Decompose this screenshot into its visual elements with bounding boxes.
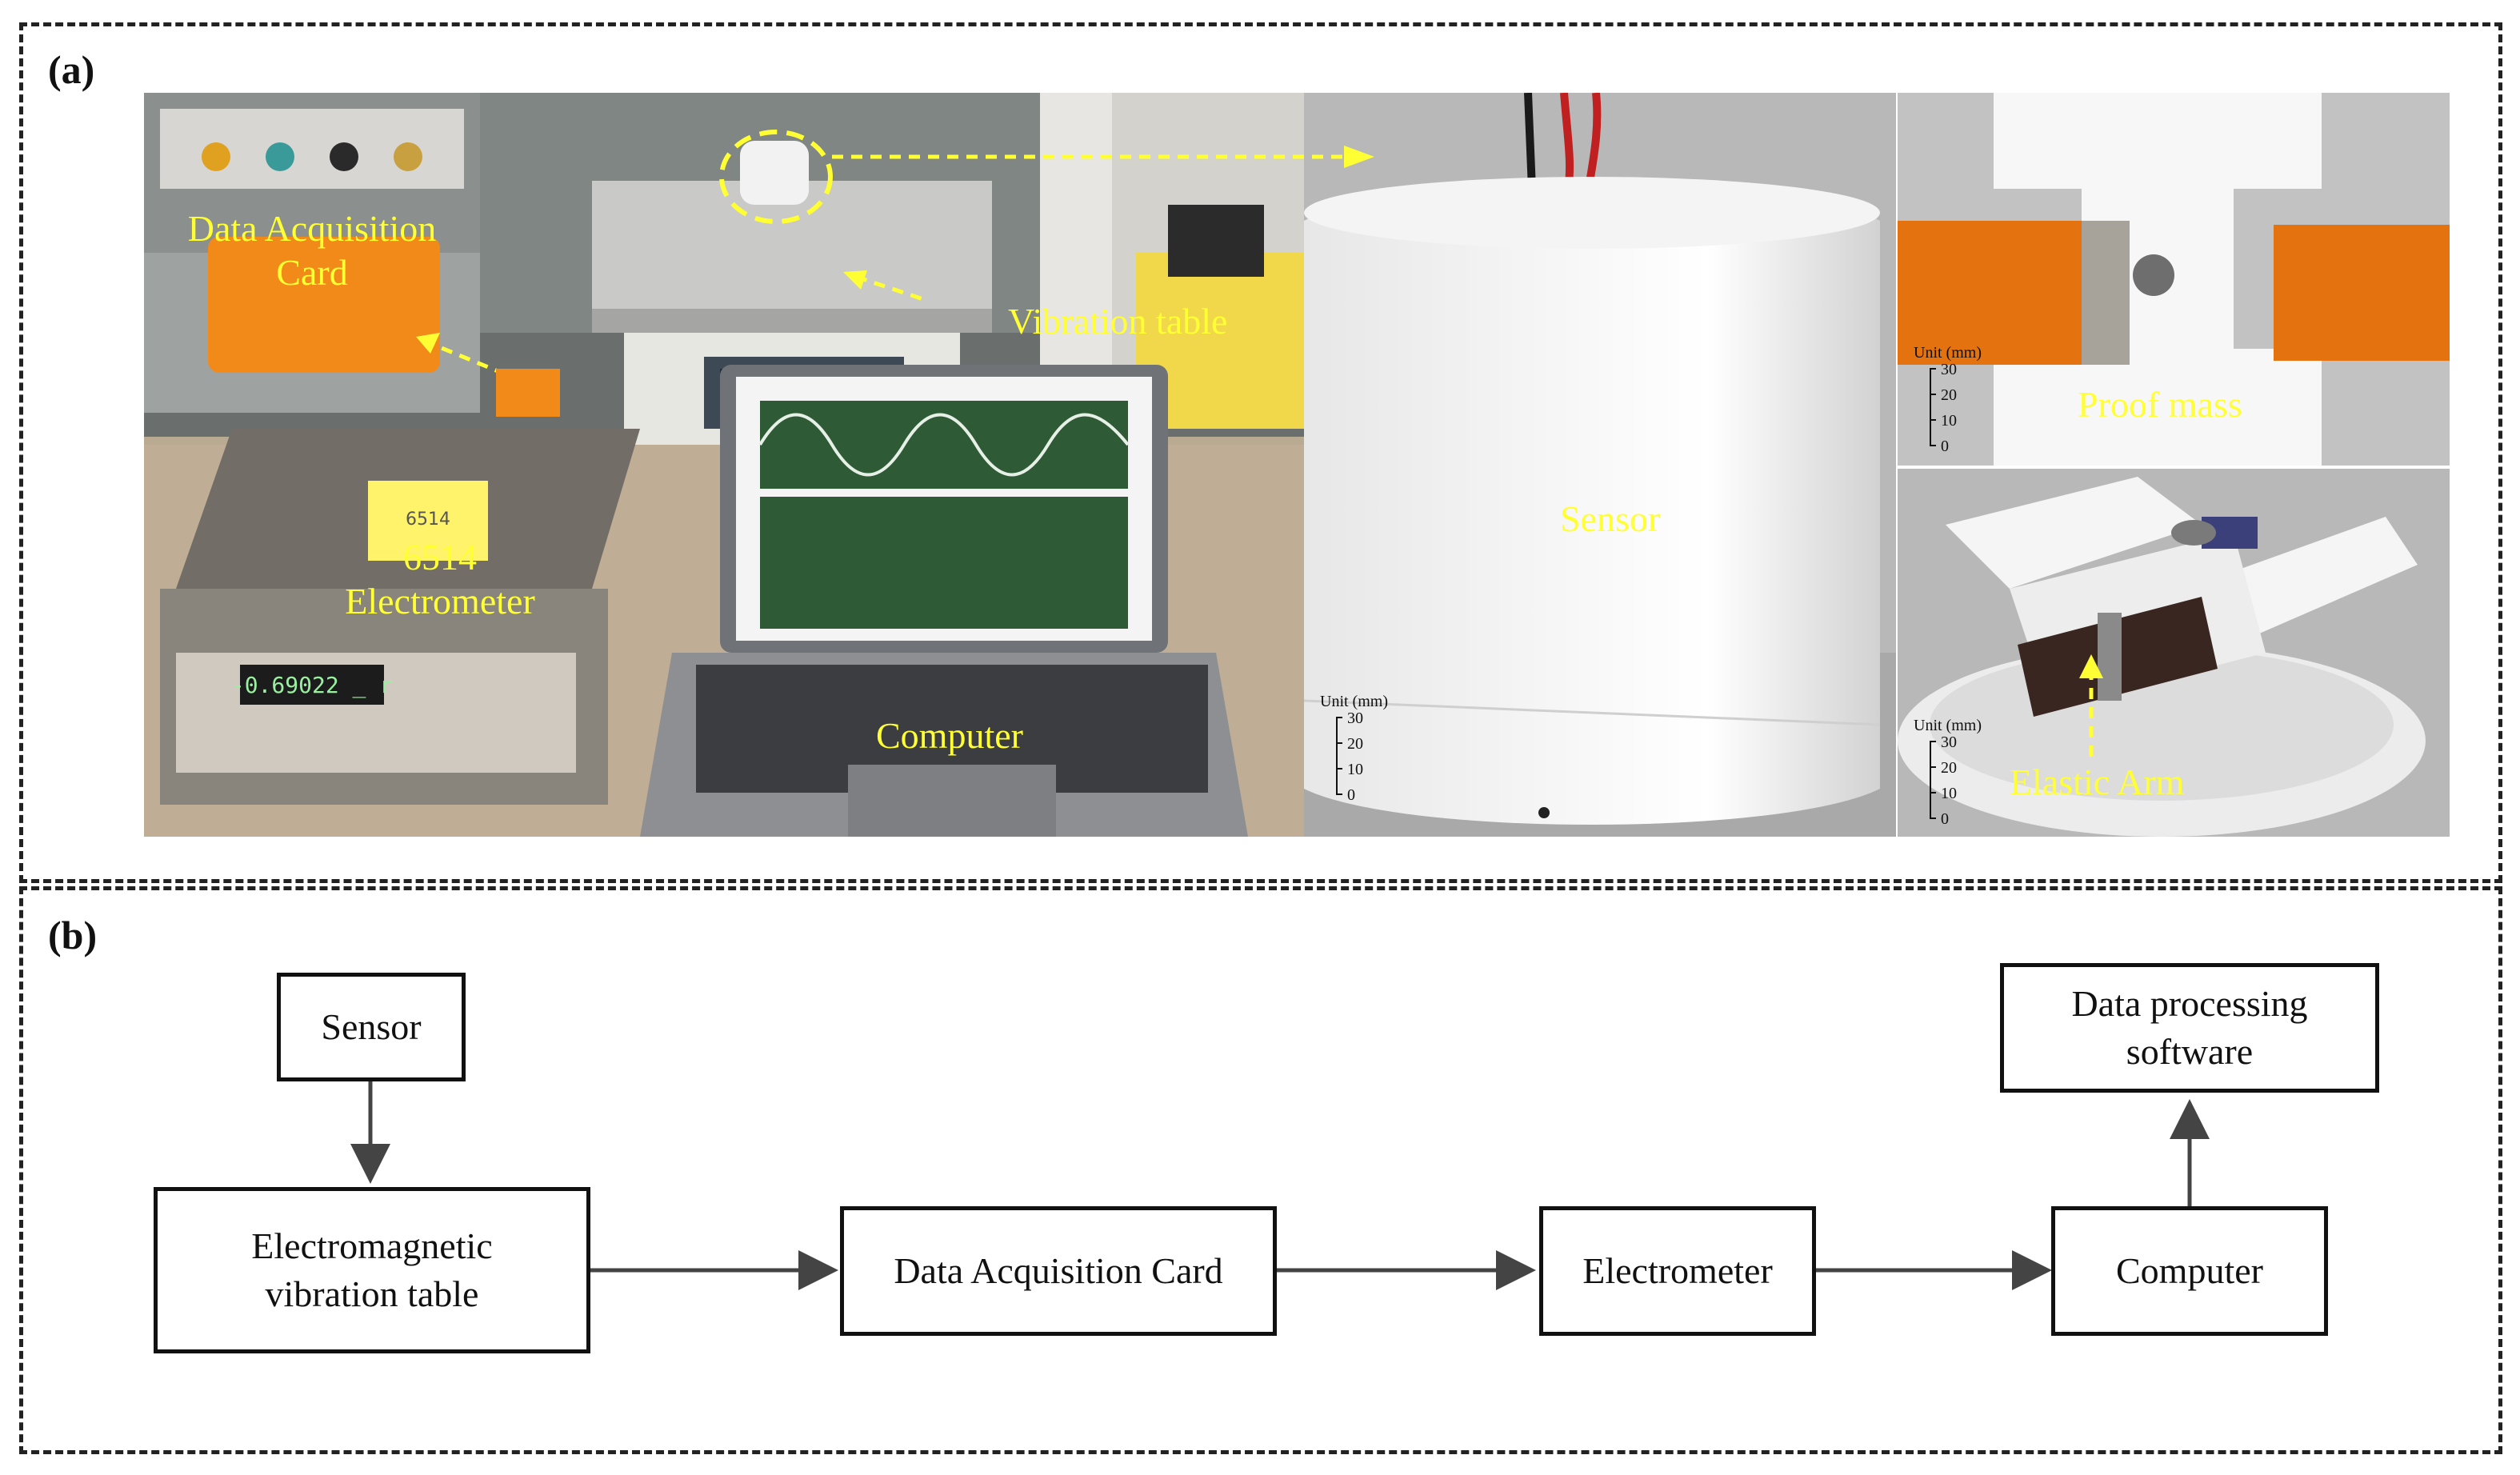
scale-tick: 30 [1941, 734, 1957, 751]
sensor-photo: Sensor Unit (mm) 30 20 10 0 [1304, 93, 1896, 837]
scale-tick: 0 [1941, 810, 1949, 828]
panel-b-label: (b) [48, 913, 98, 957]
scale-tick: 20 [1347, 735, 1363, 753]
callout-proof-mass: Proof mass [2078, 384, 2242, 425]
elastic-arm-photo: Elastic Arm Unit (mm) 30 20 10 0 [1898, 469, 2450, 837]
callout-vibration-table: Vibration table [1008, 301, 1228, 342]
scale-tick: 30 [1347, 710, 1363, 727]
electrometer-display-text: -0.69022 _ r [231, 672, 393, 699]
proof-mass-photo: Proof mass Unit (mm) 30 20 10 0 [1898, 93, 2450, 466]
callout-daq: Data Acquisition Card [187, 208, 437, 294]
scale-tick: 0 [1347, 786, 1355, 804]
box-daq: Data Acquisition Card [840, 1206, 1277, 1336]
scale-unit: Unit (mm) [1320, 693, 1388, 710]
scale-tick: 20 [1941, 759, 1957, 777]
box-electrometer: Electrometer [1539, 1206, 1816, 1336]
callout-sensor: Sensor [1560, 498, 1661, 539]
scale-tick: 20 [1941, 386, 1957, 404]
scale-tick: 10 [1941, 412, 1957, 430]
lab-setup-photo: -0.69022 _ r 6514 Data Acquisition Card … [144, 93, 1304, 837]
scale-tick: 30 [1941, 361, 1957, 378]
callout-computer: Computer [876, 715, 1023, 756]
box-data-processing-software: Data processing software [2000, 963, 2379, 1093]
box-computer: Computer [2051, 1206, 2328, 1336]
elastic-arm-illustration [1898, 469, 2450, 837]
panel-a-border [19, 22, 2502, 883]
electrometer-note: 6514 [406, 510, 450, 530]
box-vibration-table: Electromagnetic vibration table [154, 1187, 590, 1353]
callout-electrometer: 6514 Electrometer [345, 537, 535, 622]
scale-tick: 10 [1941, 785, 1957, 802]
sensor-illustration [1304, 93, 1896, 837]
callout-elastic-arm: Elastic Arm [2010, 761, 2185, 802]
scale-bar-proof-mass: Unit (mm) 30 20 10 0 [1914, 344, 2026, 456]
panel-b-border [19, 886, 2502, 1454]
proof-mass-illustration [1898, 93, 2450, 466]
lab-setup-illustration: -0.69022 _ r 6514 [144, 93, 1304, 837]
scale-tick: 0 [1941, 438, 1949, 455]
scale-bar-elastic-arm: Unit (mm) 30 20 10 0 [1914, 717, 2026, 829]
scale-bar-sensor: Unit (mm) 30 20 10 0 [1320, 693, 1432, 805]
scale-tick: 10 [1347, 761, 1363, 778]
scale-unit: Unit (mm) [1914, 717, 1982, 734]
box-sensor: Sensor [277, 973, 466, 1081]
panel-a-label: (a) [48, 47, 95, 92]
scale-unit: Unit (mm) [1914, 344, 1982, 362]
